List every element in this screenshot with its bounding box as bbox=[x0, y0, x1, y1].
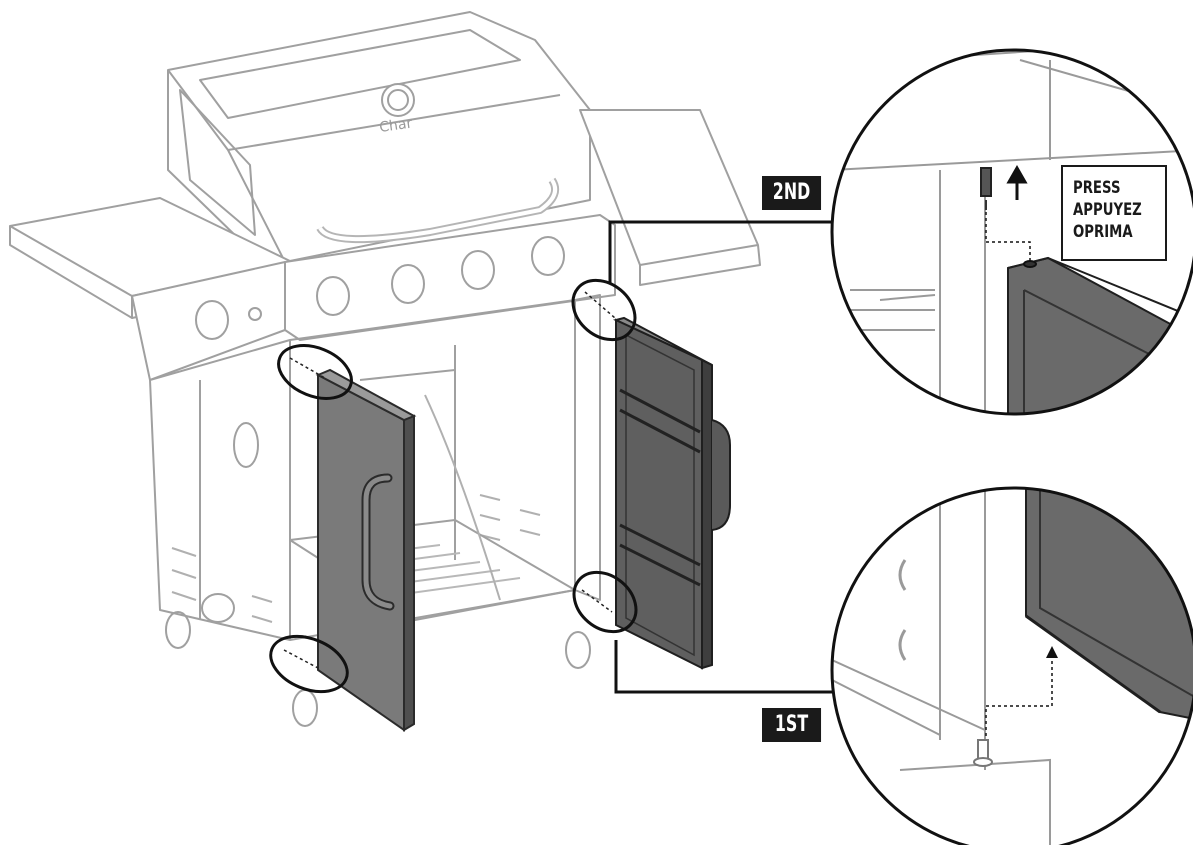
control-knobs bbox=[195, 236, 565, 340]
door-brackets bbox=[619, 388, 701, 587]
callout-line-french: APPUYEZ bbox=[1073, 200, 1142, 220]
detail-view-bottom bbox=[830, 486, 1193, 845]
pivot-circle-right-top bbox=[571, 278, 637, 342]
grill-logo: Char bbox=[378, 115, 413, 135]
callout-line-english: PRESS bbox=[1073, 178, 1121, 198]
thermometer-icon bbox=[381, 83, 415, 117]
pivot-circle-left-bottom bbox=[269, 634, 349, 694]
pivot-markers bbox=[269, 278, 638, 694]
side-vents bbox=[171, 494, 541, 623]
leader-lines bbox=[608, 220, 842, 694]
step-tag-first: 1ST bbox=[762, 708, 822, 742]
right-door-handle bbox=[711, 419, 731, 531]
step-tag-second: 2ND bbox=[762, 176, 822, 210]
pivot-circle-left-top bbox=[277, 344, 353, 400]
grill-body: Char bbox=[9, 11, 761, 727]
press-callout: PRESS APPUYEZ OPRIMA bbox=[1061, 165, 1167, 261]
left-door bbox=[315, 368, 417, 732]
pivot-circle-right-bottom bbox=[572, 570, 638, 634]
right-door bbox=[613, 316, 731, 670]
pivot-pin-icon bbox=[980, 167, 992, 197]
casters bbox=[165, 593, 591, 727]
press-up-arrow-icon bbox=[1006, 164, 1028, 200]
callout-line-spanish: OPRIMA bbox=[1073, 222, 1133, 242]
grill-lid bbox=[167, 11, 591, 263]
